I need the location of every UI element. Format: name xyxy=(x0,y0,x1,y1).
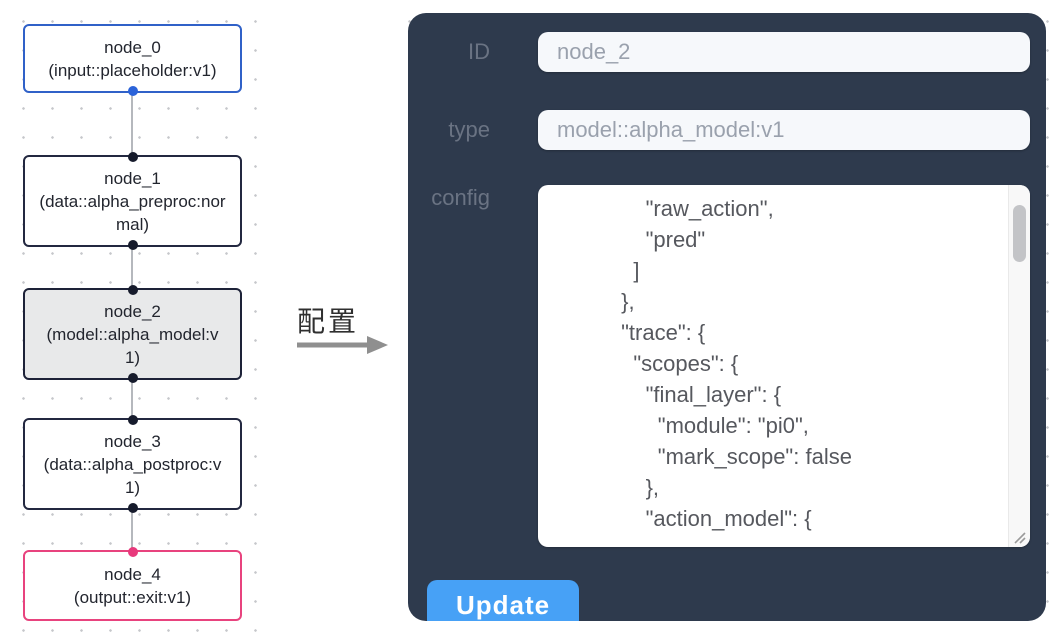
input-port[interactable] xyxy=(127,285,138,295)
type-field-label: type xyxy=(448,117,490,142)
type-input[interactable] xyxy=(538,110,1030,150)
flow-node-node_1[interactable]: node_1 (data::alpha_preproc:normal) xyxy=(23,152,242,250)
resize-handle-icon[interactable] xyxy=(1011,529,1026,544)
update-button[interactable]: Update xyxy=(427,580,579,621)
flow-node-node_0[interactable]: node_0 (input::placeholder:v1) xyxy=(23,24,242,96)
node-title: node_1 xyxy=(104,168,161,188)
node-title: node_4 xyxy=(104,564,161,584)
node-subtitle: (data::alpha_preproc:normal) xyxy=(39,191,226,234)
output-port[interactable] xyxy=(127,86,138,96)
right-arrow-icon xyxy=(297,336,388,354)
edge xyxy=(131,510,133,550)
input-port[interactable] xyxy=(127,415,138,425)
scrollbar[interactable] xyxy=(1008,185,1030,547)
output-port[interactable] xyxy=(127,240,138,250)
output-port[interactable] xyxy=(127,373,138,383)
node-title: node_0 xyxy=(104,37,161,57)
input-port[interactable] xyxy=(127,547,138,557)
config-panel: ID type config "raw_action", "pred" ] },… xyxy=(408,13,1046,621)
config-field-label: config xyxy=(431,185,490,210)
node-subtitle: (input::placeholder:v1) xyxy=(48,60,217,80)
node-title: node_2 xyxy=(104,301,161,321)
flow-node-node_4[interactable]: node_4 (output::exit:v1) xyxy=(23,547,242,621)
node-subtitle: (model::alpha_model:v1) xyxy=(46,324,219,367)
config-textarea[interactable]: "raw_action", "pred" ] }, "trace": { "sc… xyxy=(538,185,1030,547)
scrollbar-thumb[interactable] xyxy=(1013,205,1026,262)
edge xyxy=(131,93,133,155)
flow-node-node_2[interactable]: node_2 (model::alpha_model:v1) xyxy=(23,285,242,383)
flow-node-node_3[interactable]: node_3 (data::alpha_postproc:v1) xyxy=(23,415,242,513)
node-subtitle: (data::alpha_postproc:v1) xyxy=(43,454,222,497)
node-subtitle: (output::exit:v1) xyxy=(73,587,192,607)
config-json-text[interactable]: "raw_action", "pred" ] }, "trace": { "sc… xyxy=(621,196,852,531)
node-title: node_3 xyxy=(104,431,161,451)
input-port[interactable] xyxy=(127,152,138,162)
configure-label: 配置 xyxy=(297,306,360,337)
edge xyxy=(131,247,133,288)
output-port[interactable] xyxy=(127,503,138,513)
id-field-label: ID xyxy=(468,39,490,64)
edge xyxy=(131,380,133,418)
id-input[interactable] xyxy=(538,32,1030,72)
